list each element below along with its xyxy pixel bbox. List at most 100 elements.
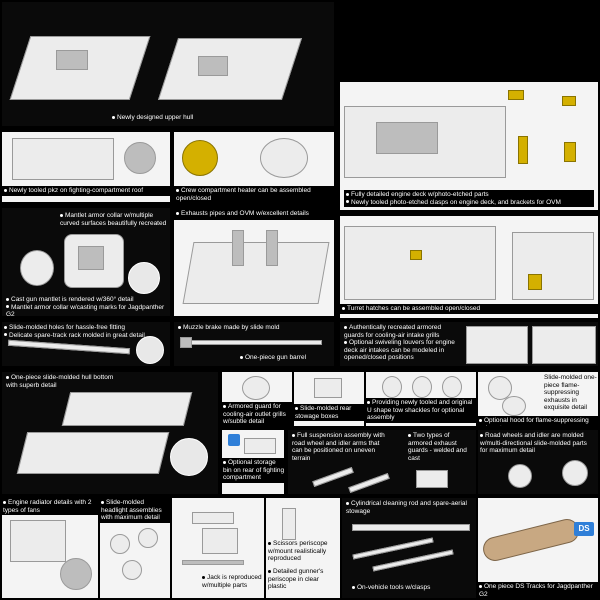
jack-part-1 — [192, 512, 234, 524]
caption-scissors-periscope: Scissors periscope w/mount realistically… — [268, 540, 328, 562]
panel-slide-holes: Slide-molded holes for hassle-free fitti… — [2, 322, 170, 366]
exhaust-guard-part — [416, 470, 448, 488]
caption-slide-holes: Slide-molded holes for hassle-free fitti… — [4, 324, 168, 339]
ds-logo: DS — [574, 522, 594, 536]
gun-barrel-part — [180, 340, 322, 345]
panel-periscope: Scissors periscope w/mount realistically… — [266, 498, 340, 598]
road-wheel-1 — [508, 464, 532, 488]
panel-headlight: Slide-molded headlight assemblies with m… — [100, 498, 170, 598]
rack-callout — [136, 336, 164, 364]
panel-mantlet: Mantlet armor collar w/multiple curved s… — [2, 208, 170, 316]
caption-road-wheels: Road wheels and idler are molded w/multi… — [480, 432, 587, 454]
pe-clasp-2 — [564, 142, 576, 162]
caption-cleaning-rod: Cylindrical cleaning rod and spare-aeria… — [346, 500, 467, 515]
panel-shackles: Providing newly tooled and original U sh… — [366, 372, 476, 426]
panel-radiator: Engine radiator details with 2 types of … — [2, 498, 98, 598]
caption-lower-hull: One-piece slide-molded hull bottom with … — [6, 374, 114, 389]
gun-mantlet-part — [20, 250, 54, 286]
mantlet-collar-hole — [78, 246, 104, 270]
engine-deck-grill — [376, 122, 438, 154]
caption-exhaust-hood-a: Slide-molded one-piece flame-suppressing… — [544, 374, 597, 411]
caption-pkz: Newly tooled pkz on fighting-compartment… — [2, 186, 170, 196]
pkz-hull-part — [12, 138, 114, 180]
hull-roof-part — [344, 226, 496, 300]
headlight-part-1 — [110, 534, 130, 554]
caption-engine-deck: Fully detailed engine deck w/photo-etche… — [344, 190, 594, 207]
caption-jack: Jack is reproduced w/multiple parts — [202, 574, 262, 589]
panel-armored-guard: Armored guard for cooling-air outlet gri… — [222, 372, 292, 426]
road-wheel-2 — [562, 460, 588, 486]
scissors-periscope-part — [282, 508, 296, 540]
headlight-part-3 — [122, 560, 142, 580]
caption-gunners-periscope: Detailed gunner's periscope in clear pla… — [268, 568, 324, 590]
headlight-part-2 — [138, 528, 158, 548]
cleaning-rod-part — [352, 524, 470, 531]
caption-gun-mantlet: Cast gun mantlet is rendered w/360° deta… — [6, 296, 165, 316]
caption-crew-heater: Crew compartment heater can be assembled… — [174, 186, 334, 202]
panel-upper-hull: Newly designed upper hull — [2, 2, 334, 126]
pe-bracket-2 — [562, 96, 576, 106]
caption-guards-grills: Authentically recreated armored guards f… — [344, 324, 455, 361]
caption-headlight: Slide-molded headlight assemblies with m… — [100, 498, 170, 523]
caption-exhaust-guards: Two types of armored exhaust guards - we… — [408, 432, 467, 462]
caption-suspension: Full suspension assembly with road wheel… — [292, 432, 385, 462]
rear-stowage-box — [314, 378, 342, 398]
panel-pkz: Newly tooled pkz on fighting-compartment… — [2, 132, 170, 202]
rear-hull-part — [182, 242, 330, 304]
caption-turret-hatches: Turret hatches can be assembled open/clo… — [340, 304, 598, 314]
shackle-1 — [382, 376, 402, 398]
jack-handle — [182, 560, 244, 565]
heater-open — [260, 138, 308, 178]
lower-hull-callout — [170, 438, 208, 476]
panel-exhausts: Exhausts pipes and OVM w/excellent detai… — [174, 208, 334, 316]
caption-armored-guard: Armored guard for cooling-air outlet gri… — [222, 402, 292, 426]
armored-guard-part — [242, 376, 270, 400]
upper-hull-hatch-b — [198, 56, 228, 76]
track-part — [480, 516, 582, 564]
exhaust-pipe-1 — [232, 230, 244, 266]
caption-gun-barrel: One-piece gun barrel — [240, 354, 332, 362]
caption-muzzle-brake: Muzzle brake made by slide mold — [178, 324, 332, 332]
upper-hull-hatch-a — [56, 50, 88, 70]
panel-tools: Cylindrical cleaning rod and spare-aeria… — [342, 498, 476, 598]
grill-part-b — [532, 326, 596, 364]
caption-rear-stowage: Slide-molded rear stowage boxes — [294, 404, 364, 421]
caption-tracks: One piece DS Tracks for Jagdpanther G2 — [478, 582, 598, 598]
storage-bin-icon — [228, 434, 240, 446]
panel-lower-hull: One-piece slide-molded hull bottom with … — [2, 372, 218, 494]
panel-road-wheels: Road wheels and idler are molded w/multi… — [478, 430, 598, 494]
panel-exhaust-hood: Slide-molded one-piece flame-suppressing… — [478, 372, 598, 426]
upper-hull-part-b — [157, 38, 303, 100]
spare-track-rack-part — [7, 339, 131, 355]
caption-radiator: Engine radiator details with 2 types of … — [2, 498, 98, 515]
panel-rear-stowage: Slide-molded rear stowage boxes — [294, 372, 364, 426]
lower-hull-part-a — [61, 392, 193, 426]
grill-part-a — [466, 326, 528, 364]
caption-shackles: Providing newly tooled and original U sh… — [366, 398, 476, 423]
exhaust-pipe-2 — [266, 230, 278, 266]
jack-part-2 — [202, 528, 238, 554]
shackle-3 — [442, 376, 462, 398]
hatch-pe-2 — [528, 274, 542, 290]
hatch-detail-part — [512, 232, 594, 300]
pe-bracket-1 — [508, 90, 524, 100]
panel-crew-heater: Crew compartment heater can be assembled… — [174, 132, 334, 202]
storage-bin-part — [244, 438, 276, 454]
caption-storage-bin: Optional storage bin on rear of fighting… — [222, 458, 284, 483]
suspension-arm-1 — [312, 466, 354, 488]
hatch-pe-1 — [410, 250, 422, 260]
suspension-arm-2 — [348, 472, 390, 494]
caption-exhausts: Exhausts pipes and OVM w/excellent detai… — [174, 208, 334, 220]
caption-tools: On-vehicle tools w/clasps — [352, 584, 472, 592]
caption-exhaust-hood-b: Optional hood for flame-suppressing exha… — [478, 416, 598, 426]
panel-gun-barrel: Muzzle brake made by slide mold One-piec… — [174, 322, 334, 366]
pkz-part — [124, 142, 156, 174]
panel-grills: Authentically recreated armored guards f… — [340, 322, 598, 366]
panel-tracks: DS One piece DS Tracks for Jagdpanther G… — [478, 498, 598, 598]
panel-engine-deck: Fully detailed engine deck w/photo-etche… — [340, 82, 598, 210]
exhaust-part-b — [502, 396, 526, 416]
panel-storage-bin: Optional storage bin on rear of fighting… — [222, 430, 284, 494]
panel-suspension: Full suspension assembly with road wheel… — [288, 430, 476, 494]
lower-hull-part-b — [16, 432, 170, 474]
caption-upper-hull: Newly designed upper hull — [112, 114, 272, 122]
